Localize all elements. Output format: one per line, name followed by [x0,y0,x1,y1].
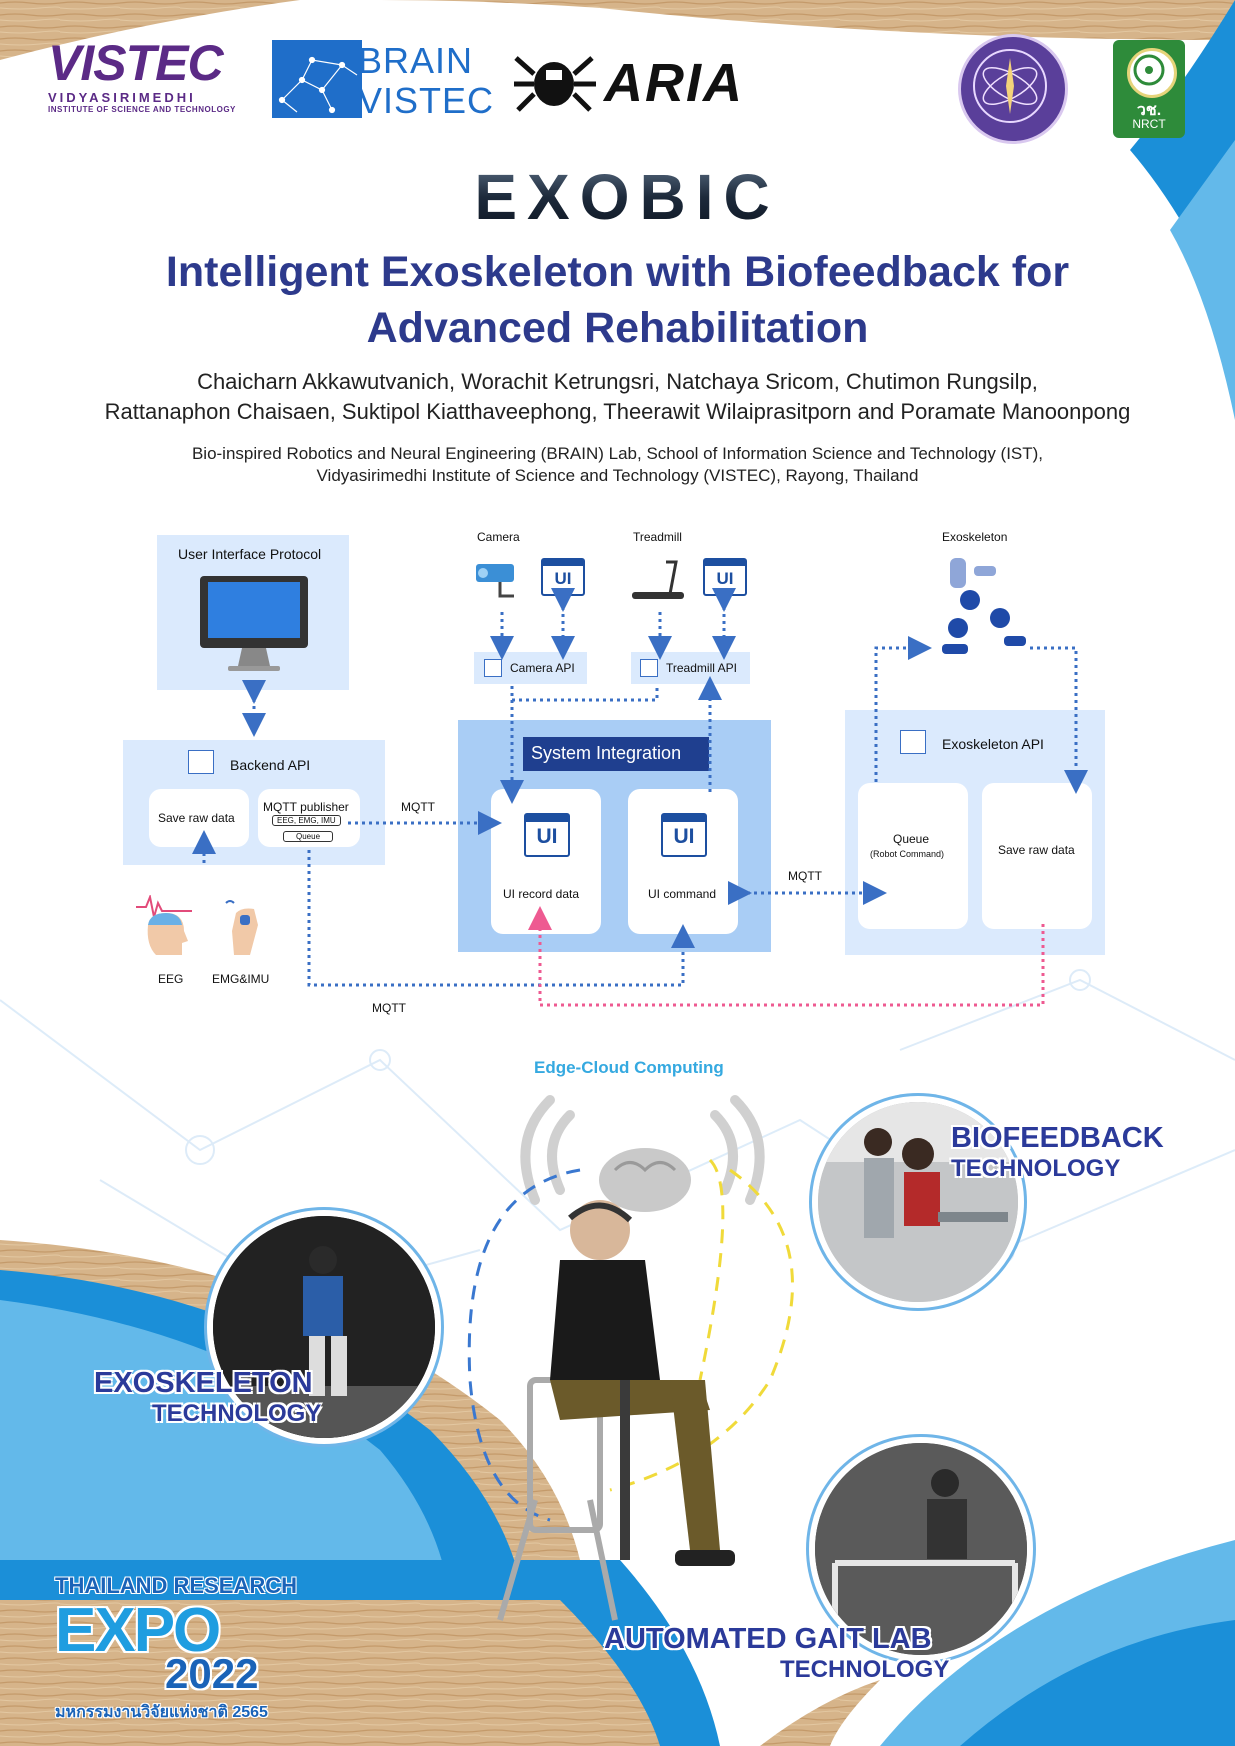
edge-cloud-label: Edge-Cloud Computing [534,1058,724,1077]
system-integration-header [523,737,709,771]
user-interface-protocol-label: User Interface Protocol [178,546,322,562]
vistec-logo-sub2: INSTITUTE OF SCIENCE AND TECHNOLOGY [48,105,236,114]
ui-record-data-icon: UI [524,813,570,857]
eeg-emg-imu-tag: EEG, EMG, IMU [272,815,341,826]
mqtt-label-bottom: MQTT [372,1001,406,1015]
wheel-icon [1133,54,1165,86]
mqtt-label-exo: MQTT [788,869,822,883]
ui-record-data-label: UI record data [503,887,580,901]
nrct-text: NRCT [1132,117,1166,131]
ministry-seal [958,34,1068,144]
treadmill-label: Treadmill [633,530,682,544]
camera-icon [476,564,514,598]
brain-cloud-icon [599,1148,691,1212]
emg-imu-arm-icon [225,900,258,955]
expo-word: EXPO [55,1596,221,1665]
system-integration-label: System Integration [531,743,682,763]
brain-logo-text-2: VISTEC [358,80,495,121]
authors-line1: Chaicharn Akkawutvanich, Worachit Ketrun… [197,369,1038,394]
exoskeleton-api-label: Exoskeleton API [942,736,1044,752]
exo-save-raw-data-card [982,783,1092,929]
expo-thai-text: มหกรรมงานวิจัยแห่งชาติ 2565 [55,1704,268,1721]
treadmill-api-label: Treadmill API [666,661,737,675]
exobic-logo: EXOBIC [474,165,779,227]
brain-vistec-logo: BRAIN VISTEC [272,40,493,121]
mqtt-publisher-card [258,789,360,847]
brain-network-icon [272,40,362,118]
biofeedback-title: BIOFEEDBACK [951,1122,1164,1154]
aria-logo-text: ARIA [604,53,744,113]
emg-imu-label: EMG&IMU [212,972,270,986]
eeg-head-icon [136,895,192,955]
affiliation-line1: Bio-inspired Robotics and Neural Enginee… [191,444,1044,463]
nrct-emblem [1127,48,1177,98]
gait-lab-subtitle: TECHNOLOGY [780,1656,950,1683]
seated-person-illustration [497,1200,735,1621]
exoskeleton-api-settings-icon [900,730,926,754]
thailand-research-expo-logo: THAILAND RESEARCH EXPO 2022 มหกรรมงานวิจ… [55,1573,335,1723]
robot-command-label: (Robot Command) [870,849,945,859]
expo-year: 2022 [165,1650,259,1697]
biofeedback-subtitle: TECHNOLOGY [951,1155,1121,1182]
nrct-thai-text: วช. [1136,102,1162,119]
ui-command-label: UI command [648,887,717,901]
queue-label: Queue [893,832,930,846]
diagram-connectors [192,588,1088,1007]
vistec-logo-sub1: VIDYASIRIMEDHI [48,90,196,105]
affiliation-line2: Vidyasirimedhi Institute of Science and … [316,466,919,485]
camera-api-label: Camera API [510,661,575,675]
expo-line1: THAILAND RESEARCH [55,1573,297,1598]
gait-lab-photo [809,1437,1033,1661]
mqtt-publisher-label: MQTT publisher [263,800,349,814]
ui-command-icon: UI [661,813,707,857]
exo-save-raw-data-label: Save raw data [998,843,1075,857]
seal-emblem-icon [973,49,1047,123]
exoskeleton-title: EXOSKELETON [94,1367,313,1399]
brain-logo-text-1: BRAIN [358,40,474,81]
exoskeleton-subtitle: TECHNOLOGY [152,1400,322,1427]
poster-title-line2: Advanced Rehabilitation [366,304,869,352]
api-settings-icon [188,750,214,774]
backend-api-label: Backend API [230,757,311,773]
gait-lab-title: AUTOMATED GAIT LAB [604,1623,932,1655]
treadmill-icon [632,560,684,599]
authors-line2: Rattanaphon Chaisaen, Suktipol Kiatthave… [104,399,1131,424]
treadmill-ui-icon: UI [703,558,747,596]
mqtt-label-backend: MQTT [401,800,435,814]
robot-bug-icon [514,56,596,112]
eeg-label: EEG [158,972,184,986]
exoskeleton-label: Exoskeleton [942,530,1008,544]
aria-logo: ARIA [512,48,812,118]
vistec-logo: VISTEC VIDYASIRIMEDHI INSTITUTE OF SCIEN… [48,38,248,118]
nrct-logo: วช. NRCT [1113,40,1185,138]
desktop-monitor-icon [200,576,308,671]
exobic-text: EXOBIC [474,165,779,227]
vistec-logo-text: VISTEC [48,35,224,91]
exoskeleton-legs-icon [942,558,1026,654]
save-raw-data-label: Save raw data [158,811,235,825]
edge-cloud-illustration [467,1095,794,1621]
queue-tag: Queue [283,831,334,842]
poster-title-line1: Intelligent Exoskeleton with Biofeedback… [165,248,1070,296]
camera-label: Camera [477,530,520,544]
